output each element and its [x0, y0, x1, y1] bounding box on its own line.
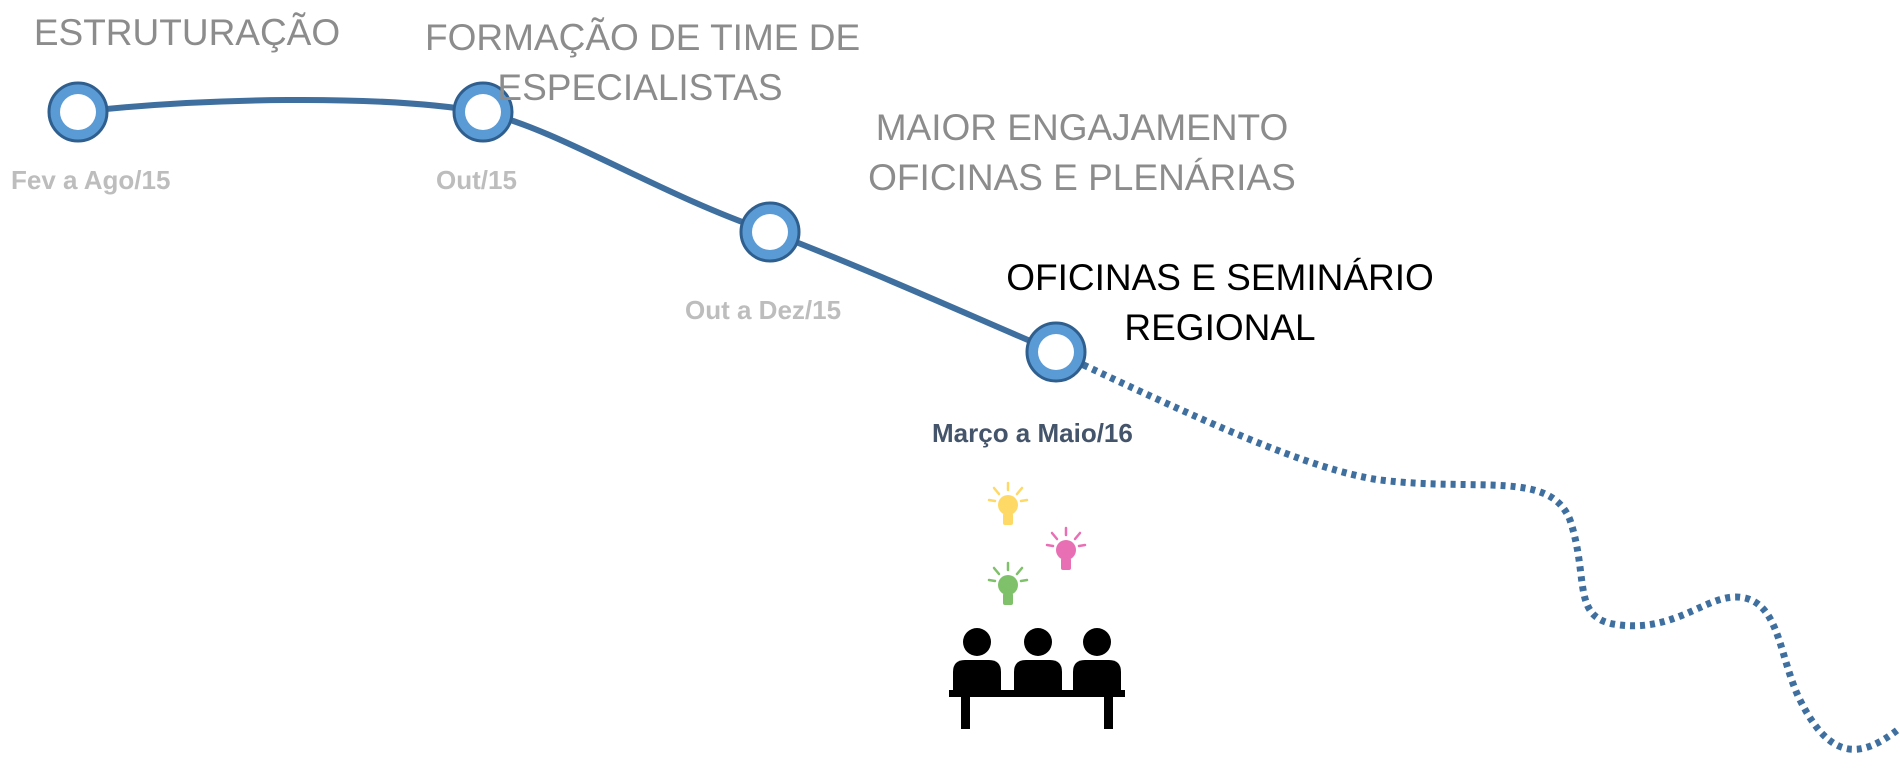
milestone-3-title: MAIOR ENGAJAMENTO OFICINAS E PLENÁRIAS: [862, 103, 1302, 203]
milestone-2-date: Out/15: [436, 165, 517, 195]
milestone-node-2: [452, 81, 514, 143]
timeline-dotted-path: [1054, 348, 1900, 753]
timeline-solid-path: [75, 96, 1059, 355]
lightbulb-yellow-icon: [987, 481, 1029, 525]
people-at-table-icon: [949, 628, 1125, 729]
lightbulb-pink-icon: [1045, 526, 1087, 570]
milestone-3-title-line-2: OFICINAS E PLENÁRIAS: [868, 157, 1296, 198]
lightbulb-green-icon: [987, 561, 1029, 605]
milestone-4-title-line-2: REGIONAL: [1124, 307, 1316, 348]
milestone-node-3: [739, 201, 801, 263]
milestone-3-title-line-1: MAIOR ENGAJAMENTO: [875, 107, 1289, 148]
milestone-1-date: Fev a Ago/15: [11, 165, 171, 195]
milestone-4-title: OFICINAS E SEMINÁRIO REGIONAL: [1000, 253, 1440, 353]
milestone-2-title-line-2: ESPECIALISTAS: [497, 67, 783, 108]
milestone-2-title-line-1: FORMAÇÃO DE TIME DE: [425, 17, 861, 58]
milestone-1-title-line-1: ESTRUTURAÇÃO: [33, 12, 341, 53]
milestone-2-title: FORMAÇÃO DE TIME DE ESPECIALISTAS: [425, 13, 861, 113]
milestone-4-date: Março a Maio/16: [932, 418, 1133, 448]
milestone-node-4: [1025, 321, 1087, 383]
milestone-1-title: ESTRUTURAÇÃO: [22, 8, 352, 58]
milestone-node-1: [47, 81, 109, 143]
milestone-3-date: Out a Dez/15: [685, 295, 842, 325]
milestone-4-title-line-1: OFICINAS E SEMINÁRIO: [1006, 257, 1434, 298]
